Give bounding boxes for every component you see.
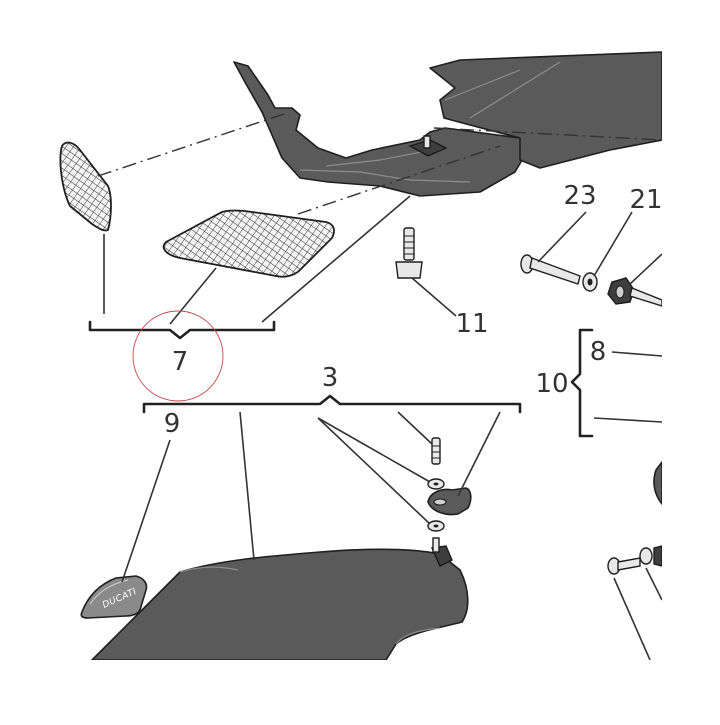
washer-lower: [427, 520, 445, 553]
lower-fairing-part: [91, 545, 469, 660]
bracket-partial-right: [653, 461, 662, 505]
group-brace-3: [142, 394, 522, 414]
callout-3: 3: [322, 363, 339, 393]
upper-fairing-part: [233, 51, 662, 197]
assembly-axis-lines: [97, 113, 662, 215]
mesh-grille-large: [162, 209, 335, 278]
callout-21: 21: [629, 185, 662, 215]
callout-9: 9: [164, 409, 181, 439]
screw-partial-right: [607, 545, 662, 575]
group-brace-10: [570, 328, 594, 438]
leader-lines: [103, 195, 662, 660]
callout-7: 7: [172, 347, 189, 377]
nut-part-21: [607, 277, 662, 307]
callout-8: 8: [590, 337, 607, 367]
logo-badge-part-9: DUCATI: [80, 575, 148, 619]
highlight-circle: [132, 310, 224, 402]
rubber-bushing-clip: [427, 487, 472, 516]
screw-part-11: [395, 227, 423, 279]
mesh-grille-small: [59, 141, 112, 232]
callout-11: 11: [455, 309, 488, 339]
mounting-screw: [431, 437, 441, 465]
group-brace-7: [88, 320, 276, 340]
callout-10: 10: [535, 369, 568, 399]
callout-23: 23: [563, 181, 596, 211]
washer-part: [582, 272, 598, 292]
bolt-part-23: [520, 254, 581, 285]
washer-upper: [427, 478, 445, 490]
